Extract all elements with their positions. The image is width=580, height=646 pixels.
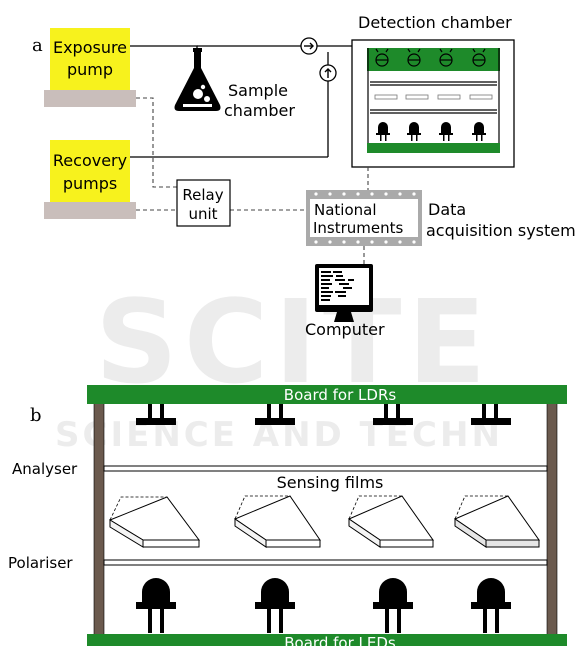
- flask-icon: [174, 48, 221, 111]
- daq-face: [310, 199, 418, 237]
- ldr-icon: [471, 404, 511, 425]
- daq-pins: [314, 192, 416, 244]
- led-icons: [136, 578, 511, 633]
- sensing-film: [453, 495, 540, 548]
- exposure-pump-label-2: pump: [67, 60, 113, 79]
- computer-label: Computer: [305, 320, 385, 339]
- recovery-pumps-box: [50, 140, 130, 202]
- support-post-left: [93, 392, 105, 639]
- valve-up-icon: [319, 64, 337, 82]
- sample-chamber-label-1: Sample: [228, 81, 288, 100]
- daq-label-1: National: [314, 201, 377, 219]
- recovery-pumps-label-2: pumps: [63, 174, 117, 193]
- led-mini-icons: [376, 122, 486, 141]
- panel-a-label: a: [32, 35, 43, 56]
- led-board: [87, 634, 567, 646]
- exposure-pump-base: [44, 90, 136, 107]
- ldr-sensor-icons: [375, 48, 486, 67]
- detection-chamber: [351, 39, 515, 168]
- panel-a: a Exposure pump Recovery pumps: [32, 13, 576, 339]
- led-icon: [373, 578, 413, 633]
- daq-system-label-2: acquisition system: [426, 221, 576, 240]
- sensing-film-icons: [108, 495, 540, 548]
- wire-exposure-to-relay: [136, 97, 177, 188]
- valve-right-icon: [300, 37, 318, 55]
- recovery-pumps-label-1: Recovery: [53, 151, 127, 170]
- ldr-board: [87, 385, 567, 404]
- ldr-icon: [255, 404, 295, 425]
- exposure-pump-box: [50, 28, 130, 90]
- ldr-icon: [136, 404, 176, 425]
- analyser-plate: [103, 465, 548, 472]
- ldr-icons: [136, 404, 511, 425]
- panel-b-label: b: [30, 405, 42, 426]
- polariser-plate: [103, 559, 548, 566]
- panel-b: b Board for LDRs Analyser Sensing films: [8, 385, 567, 646]
- led-icon: [136, 578, 176, 633]
- sensing-film: [347, 495, 434, 548]
- relay-unit: Relay unit: [176, 179, 231, 227]
- signal-wires: [136, 97, 369, 264]
- tube-pump-to-flask: [130, 45, 198, 55]
- computer-monitor-icon: [315, 264, 373, 322]
- watermark: SCITE SCIENCE AND TECHN: [55, 276, 500, 455]
- support-post-right: [546, 392, 558, 639]
- led-board-label: Board for LEDs: [284, 634, 396, 646]
- led-icon: [471, 578, 511, 633]
- sensing-film: [233, 495, 321, 548]
- analyser-label: Analyser: [12, 460, 78, 478]
- daq-label-2: Instruments: [313, 219, 404, 237]
- recovery-pumps-base: [44, 202, 136, 219]
- ldr-board-label: Board for LDRs: [284, 386, 397, 404]
- sample-chamber-label-2: chamber: [224, 101, 295, 120]
- led-board-mini: [367, 143, 500, 153]
- exposure-pump-label-1: Exposure: [53, 38, 127, 57]
- sensing-film: [108, 496, 200, 548]
- exposure-pump: Exposure pump: [44, 28, 136, 107]
- polariser-label: Polariser: [8, 554, 73, 572]
- film-strips: [374, 94, 493, 100]
- daq-system-label-1: Data: [428, 200, 466, 219]
- detection-chamber-label: Detection chamber: [358, 13, 512, 32]
- ldr-icon: [373, 404, 413, 425]
- led-icon: [255, 578, 295, 633]
- ldr-board-mini: [367, 48, 500, 71]
- sensing-films-label: Sensing films: [277, 473, 384, 492]
- relay-unit-label-1: Relay: [182, 186, 223, 204]
- recovery-pumps: Recovery pumps: [44, 140, 136, 219]
- relay-unit-label-2: unit: [188, 205, 217, 223]
- national-instruments-daq: National Instruments: [306, 190, 422, 246]
